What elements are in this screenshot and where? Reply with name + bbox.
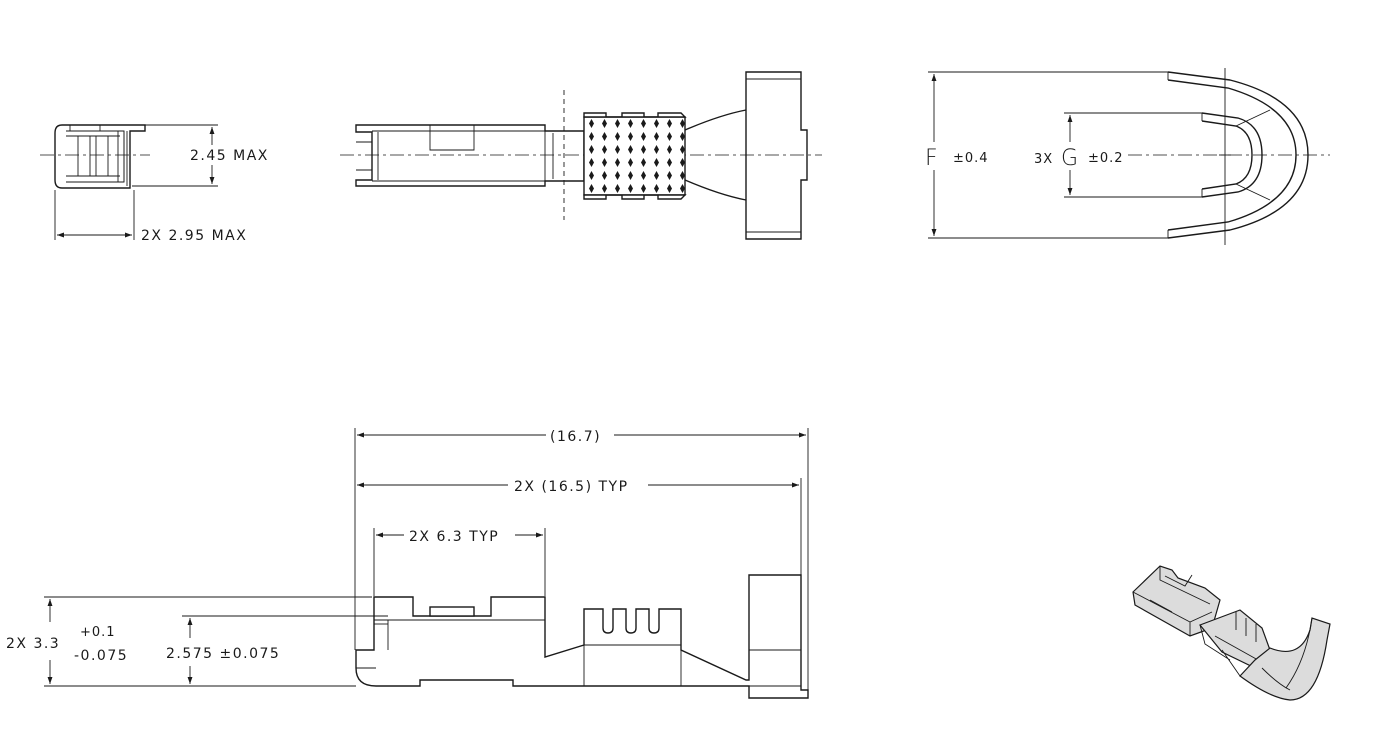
- g-prefix: 3X: [1034, 152, 1053, 167]
- f-label: F: [925, 146, 938, 171]
- contact-length-dim: 2X 6.3 TYP: [409, 529, 499, 545]
- end-height-dim: 2.45 MAX: [190, 148, 269, 164]
- g-tolerance: ±0.2: [1088, 151, 1124, 166]
- f-tolerance: ±0.4: [953, 151, 989, 166]
- end-width-dim: 2X 2.95 MAX: [141, 228, 247, 244]
- end-view: 2.45 MAX 2X 2.95 MAX: [40, 124, 269, 244]
- radial-view: F ±0.4 3X G ±0.2: [925, 68, 1330, 245]
- height-tol-plus: +0.1: [80, 625, 116, 640]
- side-view: (16.7) 2X (16.5) TYP 2X 6.3 TYP 2X 3.3 +…: [6, 428, 809, 699]
- isometric-view: [1132, 565, 1331, 701]
- top-view: [340, 71, 822, 240]
- typ-length-dim: 2X (16.5) TYP: [514, 479, 629, 495]
- height-prefix: 2X 3.3: [6, 636, 60, 652]
- inner-height-dim: 2.575 ±0.075: [166, 646, 280, 662]
- height-tol-minus: -0.075: [74, 648, 128, 664]
- overall-length-dim: (16.7): [550, 429, 601, 445]
- g-label: G: [1061, 146, 1078, 171]
